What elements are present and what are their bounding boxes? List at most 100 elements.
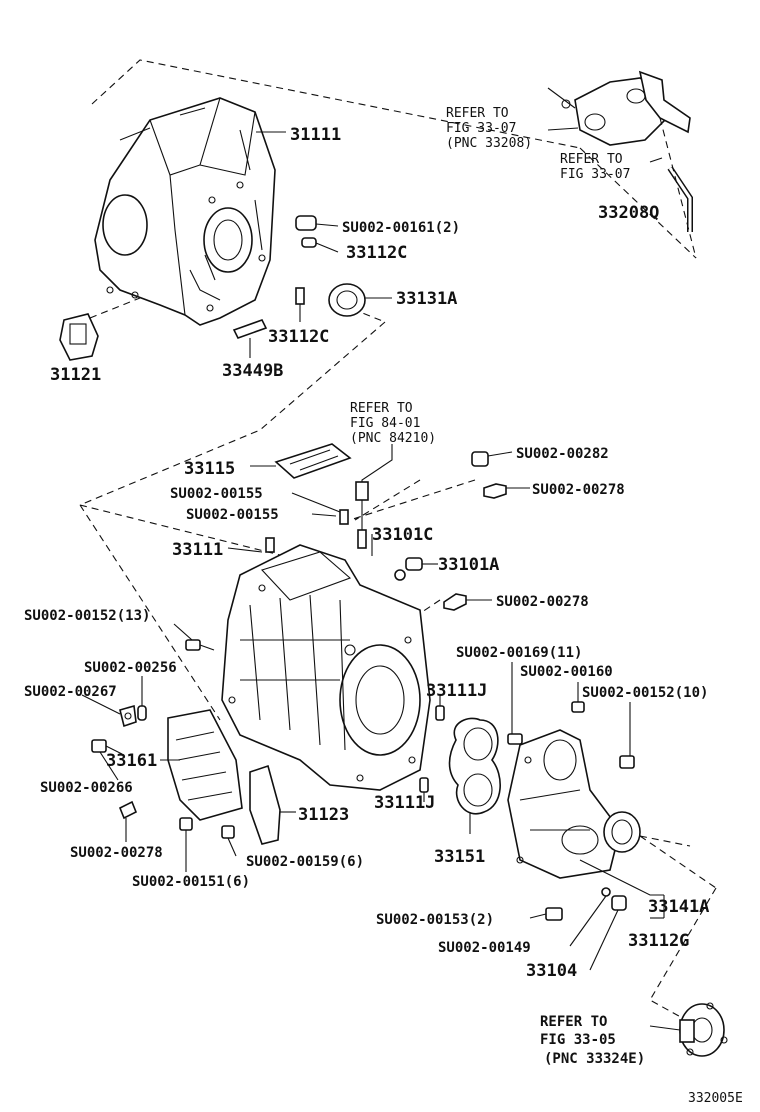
bolt-su00159 (221, 825, 235, 839)
label-su00282: SU002-00282 (516, 446, 609, 462)
pin-33111J-a (435, 705, 445, 721)
label-su00153: SU002-00153(2) (376, 912, 494, 928)
label-33208Q: 33208Q (598, 203, 659, 223)
label-33151: 33151 (434, 847, 485, 867)
plug-33101A (405, 557, 423, 571)
flange-refer-33-05 (679, 1002, 728, 1057)
label-refer-84-2: FIG 84-01 (350, 416, 420, 431)
label-31123: 31123 (298, 805, 349, 825)
label-33101C: 33101C (372, 525, 433, 545)
label-33161: 33161 (106, 751, 157, 771)
clutch-housing-31111 (94, 97, 276, 326)
bracket-su00267 (119, 704, 137, 728)
leader-su00155-b (311, 513, 337, 517)
assembly-outline-top (79, 59, 697, 506)
leader-su00282 (487, 451, 513, 457)
transmission-case-33111 (221, 544, 431, 791)
label-su00278-b: SU002-00278 (496, 594, 589, 610)
label-su00161: SU002-00161(2) (342, 220, 460, 236)
pin-su00155-a (339, 509, 349, 525)
label-refer-33-05-1: REFER TO (540, 1014, 607, 1030)
label-su00155-a: SU002-00155 (170, 486, 263, 502)
label-refer-84-3: (PNC 84210) (350, 431, 436, 446)
label-33115: 33115 (184, 459, 235, 479)
plug-33104 (611, 895, 627, 911)
pin-su00155-b (265, 537, 275, 553)
label-su00256: SU002-00256 (84, 660, 177, 676)
label-su00169: SU002-00169(11) (456, 645, 582, 661)
plug-su00161 (295, 215, 317, 231)
label-33101A: 33101A (438, 555, 499, 575)
leader-su00267 (81, 694, 121, 715)
plug-su00282 (471, 451, 489, 467)
label-refer-84-1: REFER TO (350, 401, 413, 416)
label-su00267: SU002-00267 (24, 684, 117, 700)
leader-su00152-13 (173, 623, 193, 641)
bolt-su00153 (545, 907, 563, 921)
label-su00278-c: SU002-00278 (70, 845, 163, 861)
hose-33208Q (667, 166, 693, 232)
label-33112C-a: 33112C (346, 243, 407, 263)
label-refer-33-07-a-2: FIG 33-07 (446, 121, 516, 136)
seal-33131A (328, 283, 366, 317)
leader-su00159 (227, 837, 237, 857)
label-su00152-13: SU002-00152(13) (24, 608, 150, 624)
dash-31121 (89, 297, 141, 319)
plug-su00160 (571, 701, 585, 713)
label-su00151: SU002-00151(6) (132, 874, 250, 890)
label-33111J-b: 33111J (374, 793, 435, 813)
label-31121: 31121 (50, 365, 101, 385)
leader-su00161 (315, 223, 339, 227)
label-33141A: 33141A (648, 897, 709, 917)
breather-su00278-c (118, 800, 138, 820)
breather-su00278-a (483, 483, 507, 499)
dash-33141A (639, 835, 717, 889)
label-su00152-10: SU002-00152(10) (582, 685, 708, 701)
extension-housing (507, 729, 621, 879)
leader-33111-mid (227, 547, 263, 553)
gasket-33151 (448, 717, 501, 815)
leader-33104 (589, 909, 619, 971)
label-33111J-a: 33111J (426, 681, 487, 701)
plate-33449B (232, 319, 268, 339)
bolt-su00169 (507, 733, 523, 745)
leader-refer-33-07-b (649, 157, 663, 163)
leader-su00153 (529, 913, 547, 919)
leader-refer-33-07-a (547, 127, 579, 131)
label-su00266: SU002-00266 (40, 780, 133, 796)
label-refer-33-05-2: FIG 33-05 (540, 1032, 616, 1048)
label-33449B: 33449B (222, 361, 283, 381)
label-refer-33-07-a-1: REFER TO (446, 106, 509, 121)
label-su00155-b: SU002-00155 (186, 507, 279, 523)
seal-33141A (603, 811, 641, 853)
leader-33141A (579, 859, 665, 918)
pin-33111J-b (419, 777, 429, 793)
slave-cylinder-assembly (547, 70, 691, 146)
bolt-su00151 (179, 817, 193, 831)
label-33104: 33104 (526, 961, 577, 981)
label-refer-33-07-a-3: (PNC 33208) (446, 136, 532, 151)
cover-33161 (167, 709, 243, 821)
label-33111-mid: 33111 (172, 540, 223, 560)
label-33131A: 33131A (396, 289, 457, 309)
ring-su00149 (601, 887, 611, 897)
dash-refer-33-05 (649, 887, 717, 1021)
leader-su00266 (99, 751, 119, 781)
cover-plate-33115 (274, 443, 352, 479)
label-33112G: 33112G (628, 931, 689, 951)
pin-33112C-a (301, 237, 317, 248)
fitting-su00256 (137, 705, 147, 721)
leader-su00149 (569, 895, 607, 947)
label-refer-33-07-b-1: REFER TO (560, 152, 623, 167)
diagram-id: 332005E (688, 1091, 743, 1106)
pin-33112C-b (295, 287, 305, 305)
label-su00160: SU002-00160 (520, 664, 613, 680)
ring-33101C (394, 569, 406, 581)
leader-su00155-a (291, 492, 341, 513)
label-su00159: SU002-00159(6) (246, 854, 364, 870)
label-su00278-a: SU002-00278 (532, 482, 625, 498)
bolt-su00266 (91, 739, 123, 755)
cover-31123 (249, 764, 281, 845)
label-refer-33-05-3: (PNC 33324E) (544, 1051, 645, 1067)
